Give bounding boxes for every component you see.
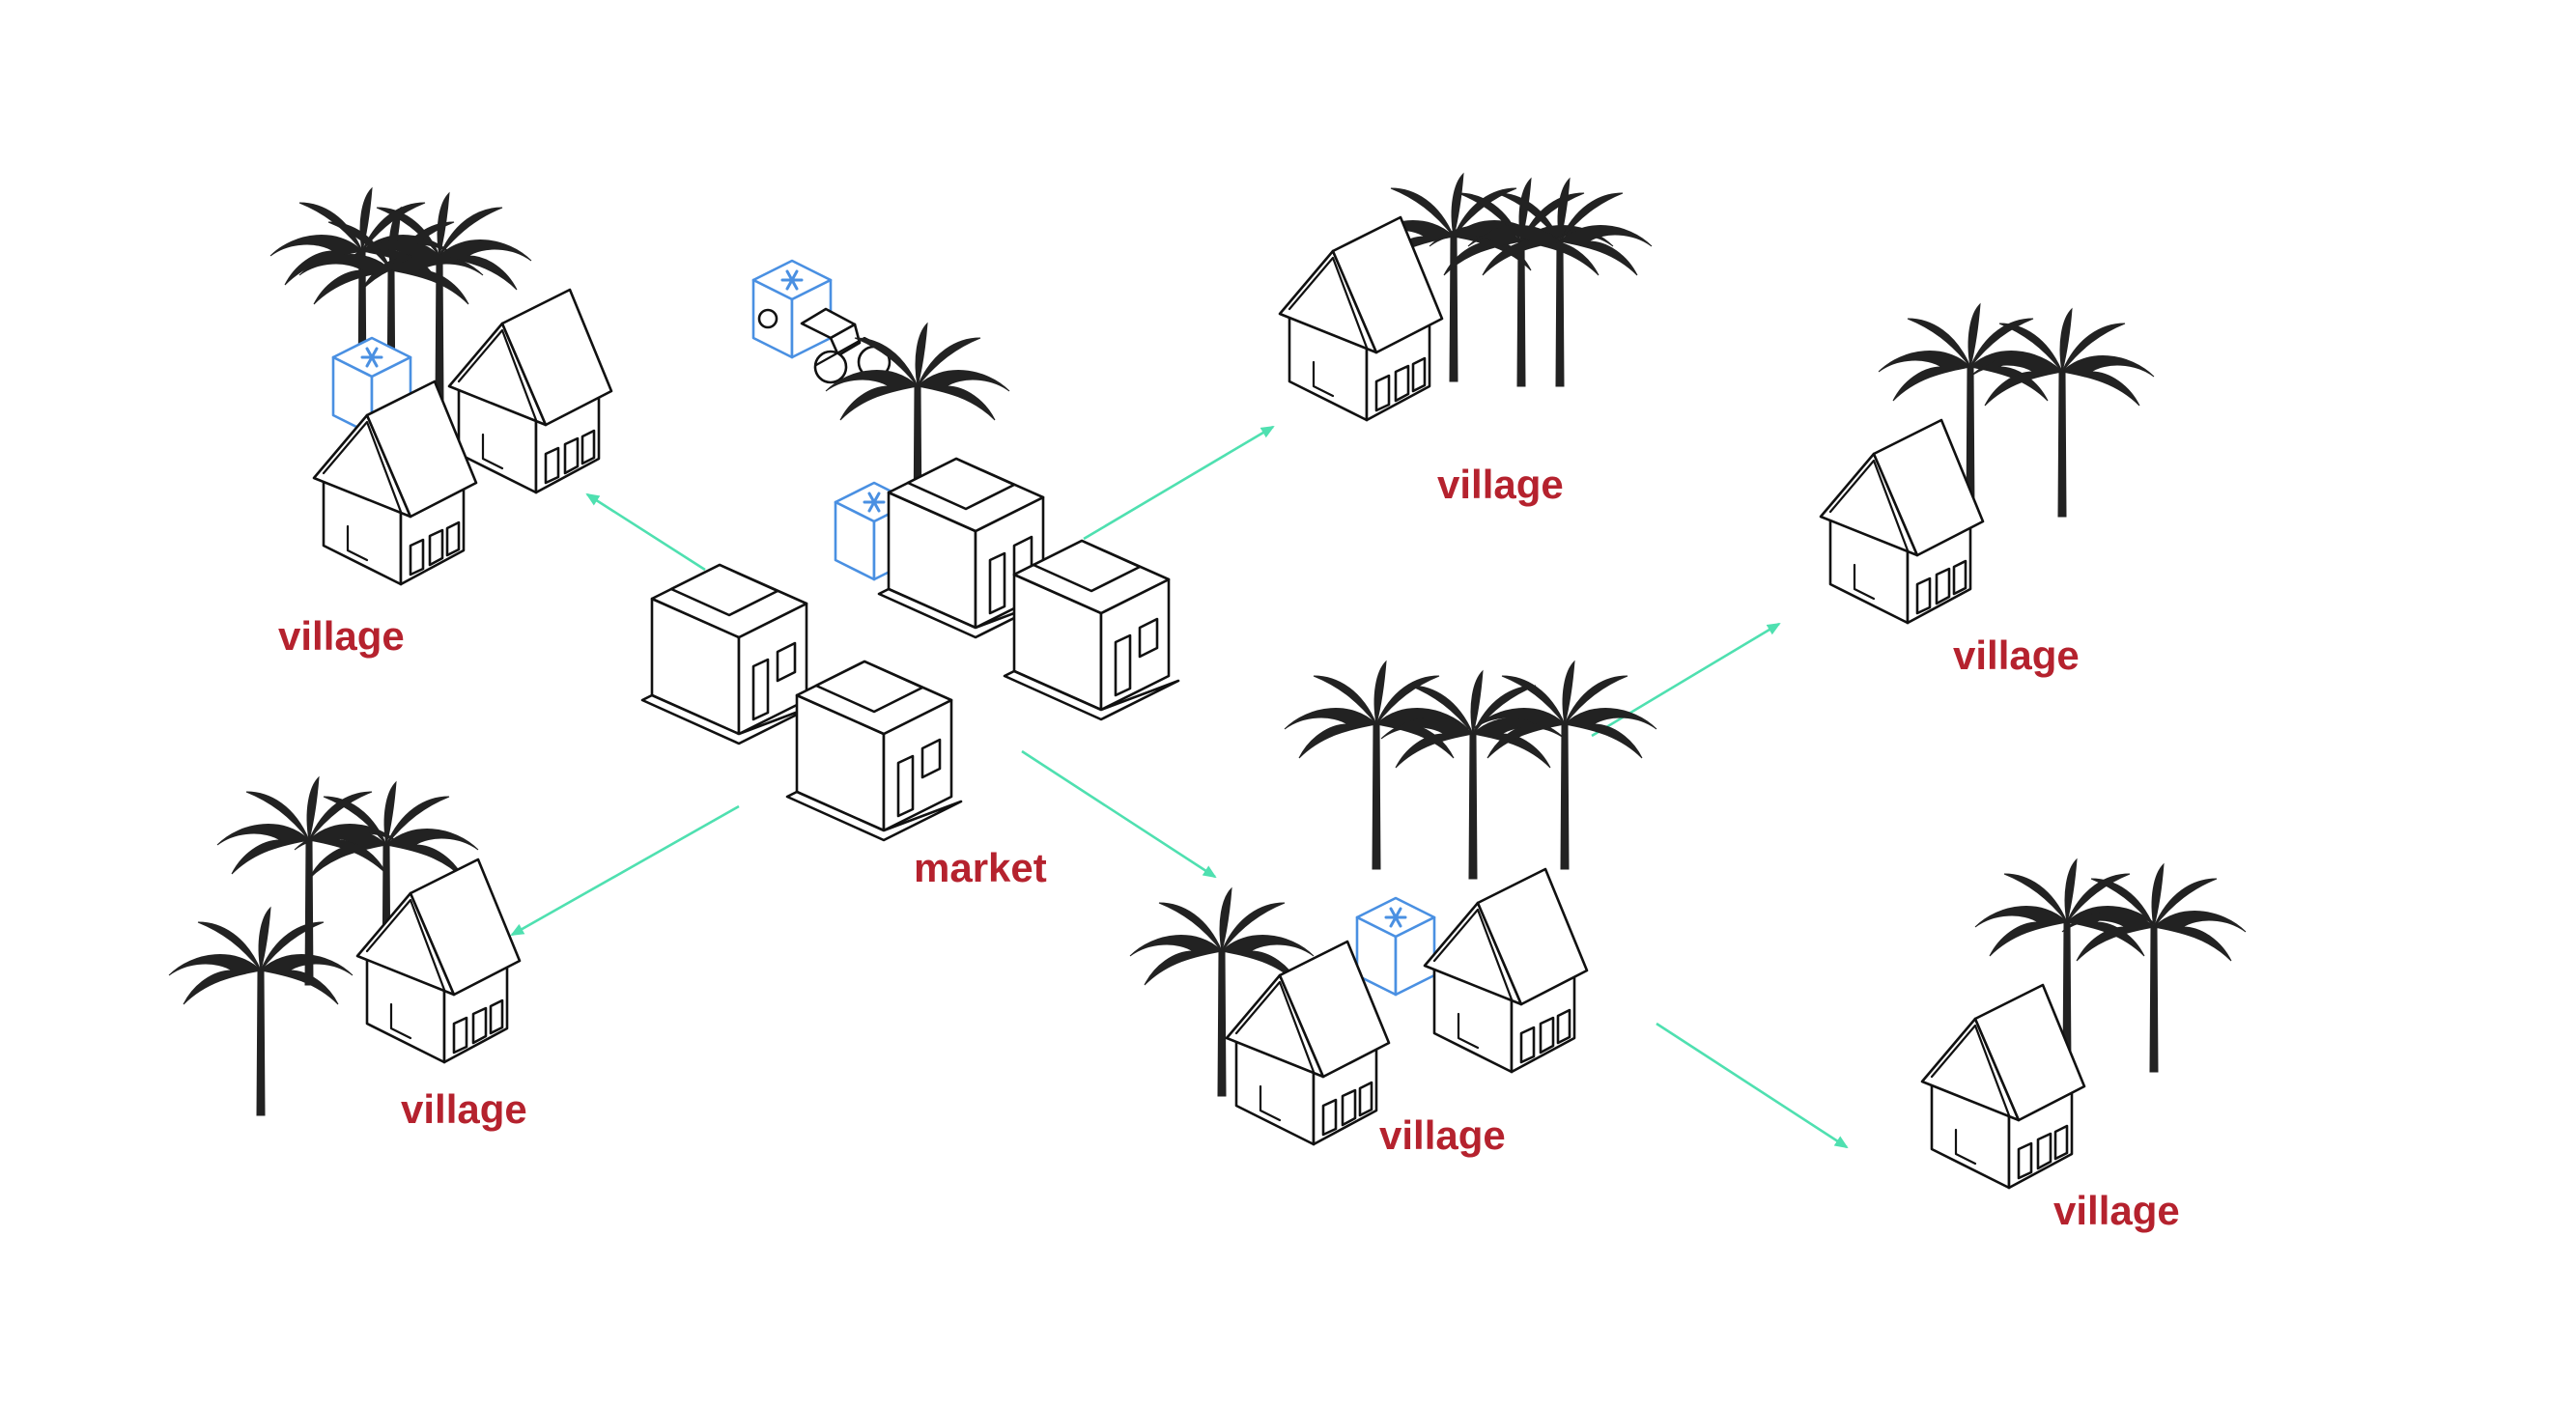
- village-cluster-center-bottom: [1129, 661, 1657, 1146]
- village-cluster-top-left: [269, 187, 613, 586]
- house-icon: [1920, 983, 2086, 1190]
- arrow-icon: [1083, 425, 1275, 541]
- house-icon: [355, 858, 522, 1064]
- arrow-icon: [1591, 622, 1781, 738]
- palm-tree-icon: [168, 907, 354, 1116]
- palm-tree-icon: [1284, 661, 1469, 870]
- cold-storage-box-icon: [751, 259, 833, 359]
- house-icon: [1423, 867, 1589, 1074]
- market-building-icon: [1003, 539, 1180, 721]
- house-icon: [1819, 418, 1985, 625]
- village-cluster-bottom-left: [168, 776, 522, 1116]
- arrow-icon: [1656, 1022, 1849, 1149]
- house-icon: [1278, 215, 1444, 422]
- market-label: market: [914, 845, 1047, 890]
- arrow-icon: [510, 804, 740, 937]
- market-building-icon: [785, 660, 963, 842]
- market-building-icon: [640, 563, 818, 745]
- arrow-icon: [585, 492, 706, 572]
- cold-storage-box-icon: [1355, 896, 1436, 997]
- palm-tree-icon: [1969, 308, 2155, 518]
- palm-tree-icon: [1472, 661, 1657, 870]
- village-label: village: [1953, 633, 2080, 678]
- village-label: village: [278, 613, 405, 659]
- village-label: village: [401, 1086, 527, 1132]
- palm-tree-icon: [1380, 670, 1566, 880]
- village-cluster-right-mid: [1819, 303, 2155, 625]
- market-cluster: [640, 259, 1180, 842]
- village-label: village: [1437, 462, 1564, 507]
- flow-arrows: [510, 425, 1849, 1149]
- house-icon: [447, 288, 613, 494]
- village-cluster-top-center: [1278, 173, 1653, 422]
- village-label: village: [1379, 1112, 1506, 1158]
- village-cluster-bottom-right: [1920, 858, 2247, 1190]
- village-label: village: [2053, 1188, 2180, 1233]
- arrow-icon: [1021, 749, 1217, 879]
